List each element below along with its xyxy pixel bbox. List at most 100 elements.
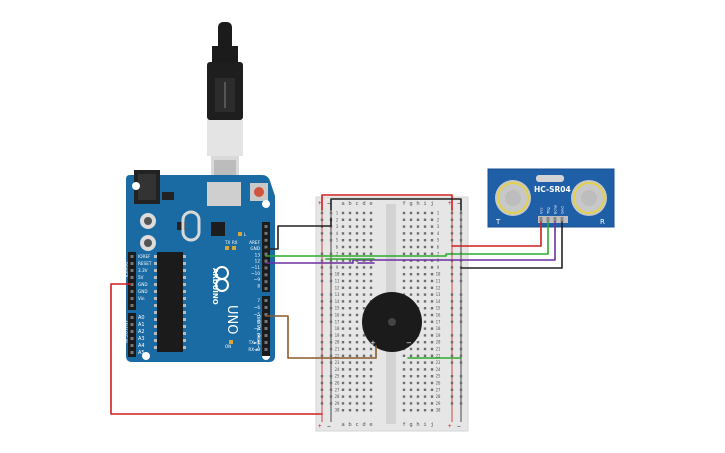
row-number: 19 (436, 333, 441, 338)
wire-rail-bridge-plus[interactable] (321, 194, 453, 211)
on-label: ON (225, 344, 231, 349)
rail-plus-label: + (448, 423, 452, 430)
row-number: 26 (436, 381, 441, 386)
column-letter: i (423, 422, 426, 428)
rail-plus-label: + (318, 423, 322, 430)
digital-pin-label: 4 (257, 319, 260, 324)
analog-pin-label: A4 (138, 343, 145, 349)
wire-trig[interactable] (265, 221, 549, 257)
brand-text: ARDUINO (211, 268, 219, 305)
column-letter: f (402, 201, 405, 207)
analog-header (128, 313, 136, 357)
row-number: 4 (336, 231, 339, 236)
row-number: 12 (436, 285, 441, 290)
row-number: 20 (335, 340, 340, 345)
row-number: 3 (437, 224, 440, 229)
wire-echo[interactable] (265, 221, 556, 264)
arduino-logo (215, 266, 229, 292)
power-pin-label: RESET (138, 261, 152, 266)
usb-cable[interactable] (207, 22, 243, 200)
row-number: 14 (436, 299, 441, 304)
row-number: 15 (335, 306, 340, 311)
row-number: 21 (335, 347, 340, 352)
digital-pin-label: 12 (255, 259, 261, 264)
wire-sensor-gnd[interactable] (460, 221, 563, 269)
wire-sensor-vcc[interactable] (451, 221, 542, 247)
row-number: 7 (336, 251, 339, 256)
column-letter: c (355, 422, 358, 428)
row-number: 21 (436, 347, 441, 352)
digital-pin-label: 2 (257, 333, 260, 338)
column-letter: a (341, 422, 344, 428)
row-number: 29 (436, 401, 441, 406)
sensor-pin-label: Echo (553, 204, 558, 214)
tx-label: TX (224, 240, 230, 245)
digital-pin-label: ~6 (254, 305, 261, 310)
row-number: 25 (436, 374, 441, 379)
analog-pin-label: A3 (138, 336, 145, 342)
row-number: 19 (335, 333, 340, 338)
row-number: 23 (436, 360, 441, 365)
row-number: 13 (436, 292, 441, 297)
column-letter: h (416, 201, 419, 207)
piezo-buzzer[interactable]: + − (362, 292, 422, 352)
digital-pin-label: ~10 (251, 271, 260, 276)
row-number: 11 (436, 279, 441, 284)
column-letter: g (409, 422, 412, 428)
sensor-model: HC-SR04 (534, 185, 571, 194)
row-number: 28 (436, 394, 441, 399)
row-number: 11 (335, 279, 340, 284)
row-number: 22 (335, 353, 340, 358)
row-number: 1 (336, 211, 339, 216)
row-number: 2 (336, 217, 339, 222)
sensor-pin-label: Trig (546, 207, 551, 215)
crystal-oscillator (181, 210, 201, 242)
wire-buzzer-signal[interactable] (265, 315, 377, 359)
rail-minus-label: − (327, 423, 331, 430)
row-number: 29 (335, 401, 340, 406)
wire-rail-bridge-minus[interactable] (330, 198, 462, 211)
rx-label: RX (232, 240, 238, 245)
l-led (238, 232, 242, 236)
analog-label: ANALOG IN (123, 320, 128, 343)
row-number: 20 (436, 340, 441, 345)
digital-label: DIGITAL (PWM~) (256, 315, 261, 350)
transmitter-letter: T (495, 218, 501, 226)
row-number: 1 (437, 211, 440, 216)
row-number: 12 (335, 285, 340, 290)
row-number: 3 (336, 224, 339, 229)
row-number: 27 (436, 387, 441, 392)
power-header (128, 252, 136, 310)
row-number: 9 (336, 265, 339, 270)
analog-pin-label: A5 (138, 350, 145, 356)
row-number: 24 (335, 367, 340, 372)
row-number: 2 (437, 217, 440, 222)
rx-led (232, 246, 236, 250)
row-number: 14 (335, 299, 340, 304)
power-pin-label: Vin (138, 296, 145, 301)
analog-pin-label: A0 (138, 315, 145, 321)
row-number: 23 (335, 360, 340, 365)
digital-pin-label: 8 (257, 283, 260, 288)
power-pin-label: IOREF (138, 254, 151, 259)
receiver (571, 180, 607, 216)
atmega-chip (157, 252, 183, 352)
buzzer-minus: − (406, 339, 412, 347)
digital-pin-label: GND (250, 246, 260, 251)
digital-header-high (262, 222, 270, 292)
wire-5v[interactable] (110, 283, 323, 415)
digital-pin-label: ~5 (254, 312, 261, 317)
column-letter: e (369, 422, 372, 428)
row-number: 9 (437, 265, 440, 270)
wire-gnd-arduino[interactable] (265, 217, 332, 250)
column-letter: j (430, 201, 433, 207)
row-number: 4 (437, 231, 440, 236)
column-letter: b (348, 201, 351, 207)
row-number: 13 (335, 292, 340, 297)
row-number: 16 (436, 313, 441, 318)
buzzer-plus: + (370, 339, 376, 347)
model-text: UNO (224, 305, 239, 334)
